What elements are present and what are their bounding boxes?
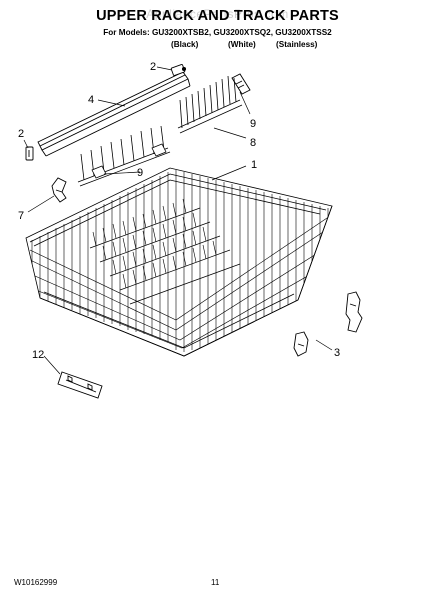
- rack-bracket-part: [293, 291, 363, 357]
- end-cap-left-part: [25, 146, 34, 161]
- clip-part: [51, 177, 67, 203]
- track-bracket-part: [231, 73, 251, 95]
- track-rail-part: [37, 71, 191, 157]
- callout-7: 7: [18, 210, 24, 222]
- document-number: W10162999: [14, 578, 58, 587]
- callout-1: 1: [251, 159, 257, 171]
- variant-black: (Black): [171, 40, 199, 49]
- cup-shelf-part: [177, 75, 243, 134]
- models-line: For Models: GU3200XTSB2, GU3200XTSQ2, GU…: [103, 28, 332, 37]
- end-cap-top-part: [170, 64, 187, 76]
- callout-9-top: 9: [250, 118, 256, 130]
- callout-9-mid: 9: [137, 167, 143, 179]
- callout-2-left: 2: [18, 128, 24, 140]
- watermark-text: AppliancePartsPros.com: [146, 7, 289, 21]
- page-title: UPPER RACK AND TRACK PARTS: [96, 8, 339, 24]
- callout-8: 8: [250, 137, 256, 149]
- upper-rack-basket-part: [25, 167, 333, 357]
- variant-stainless: (Stainless): [276, 40, 318, 49]
- leader-lines: [23, 66, 333, 375]
- variant-white: (White): [228, 40, 256, 49]
- callout-4: 4: [88, 94, 94, 106]
- track-stop-part: [57, 371, 103, 399]
- tine-row-part: [77, 125, 171, 187]
- callout-3: 3: [334, 347, 340, 359]
- callout-2-top: 2: [150, 61, 156, 73]
- callout-12: 12: [32, 349, 44, 361]
- callout-numbers: 2 4 2 9 8 1 9 7 3 12: [18, 61, 340, 361]
- page-number: 11: [211, 578, 220, 587]
